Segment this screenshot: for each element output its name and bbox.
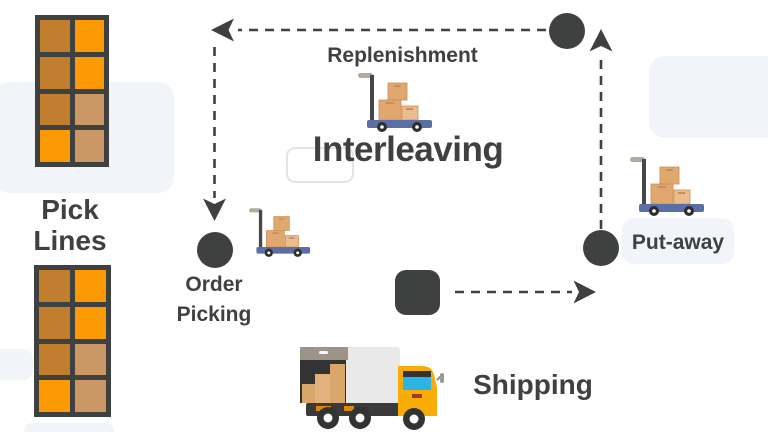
decor-panel-top-right [649, 56, 768, 138]
order-picking-line2: Picking [176, 303, 252, 327]
shelf-cell-orange [75, 306, 106, 339]
shipping-label: Shipping [473, 369, 593, 400]
arrowhead-up-icon [589, 29, 613, 52]
hand-truck-with-boxes-icon-order-picking [249, 208, 311, 257]
shelf-cell-brown [39, 343, 70, 376]
pick-lines-label: Pick Lines [10, 194, 130, 257]
shelf-cell-tan [74, 130, 104, 162]
decor-panel-bottom-left [24, 423, 114, 432]
shelf-cell-orange [74, 56, 104, 89]
title-chip [286, 147, 354, 183]
shelf-cell-tan [74, 93, 104, 126]
order-picking-line1: Order [185, 273, 243, 296]
shelf-cell-orange [75, 270, 106, 302]
order-picking-label: Order Picking [164, 270, 264, 331]
process-node-circle-order-picking [197, 232, 233, 268]
process-node-circle-top-right [549, 13, 585, 49]
delivery-truck-icon [300, 347, 444, 430]
arrowhead-down-icon [203, 198, 226, 221]
page-title: Interleaving [312, 130, 504, 169]
pick-lines-line2: Lines [33, 225, 107, 257]
arrowhead-left-icon [211, 18, 234, 42]
shelf-cell-brown [40, 56, 70, 89]
storage-rack-icon-bottom [34, 265, 111, 417]
shelf-cell-brown [39, 270, 70, 302]
process-node-square-shipping [395, 270, 440, 315]
shelf-cell-orange [74, 20, 104, 52]
shelf-cell-tan [75, 380, 106, 412]
storage-rack-icon-top [35, 15, 109, 167]
replenishment-label: Replenishment [327, 44, 478, 67]
hand-truck-with-boxes-icon-replenishment [358, 73, 432, 132]
hand-truck-with-boxes-icon-put-away [630, 157, 704, 216]
process-node-circle-put-away [583, 230, 619, 266]
shelf-cell-tan [75, 343, 106, 376]
decor-panel-mid-left [0, 349, 33, 380]
shelf-cell-brown [39, 306, 70, 339]
arrowhead-right-icon [573, 280, 596, 304]
put-away-label: Put-away [631, 231, 725, 254]
shelf-cell-brown [40, 20, 70, 52]
pick-lines-line1: Pick [41, 194, 99, 225]
shelf-cell-brown [40, 93, 70, 126]
shelf-cell-orange [39, 380, 70, 412]
shelf-cell-orange [40, 130, 70, 162]
decor-panel-put-away [622, 218, 734, 264]
